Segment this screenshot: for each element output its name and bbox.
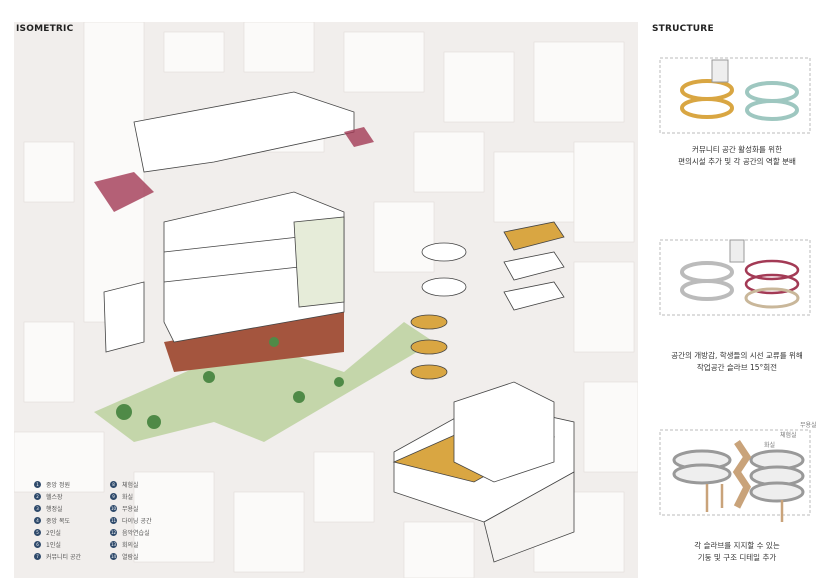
column-detail-diagram xyxy=(659,429,811,522)
caption-line: 공간의 개방감, 학생들의 시선 교류를 위해 xyxy=(671,351,803,360)
legend-item: 14 열람실 xyxy=(110,552,180,561)
wine-room-right xyxy=(344,127,374,147)
legend-number: 8 xyxy=(110,481,117,488)
isometric-illustration xyxy=(14,22,638,578)
legend-item: 10 무용실 xyxy=(110,504,180,513)
legend-label: 행정실 xyxy=(46,506,63,513)
legend-item: 1 중앙 정원 xyxy=(34,480,104,489)
legend-label: 음악연습실 xyxy=(122,530,150,537)
legend-number: 12 xyxy=(110,529,117,536)
legend-number: 4 xyxy=(34,517,41,524)
legend-label: 커뮤니티 공간 xyxy=(46,554,82,561)
spiral-tower xyxy=(410,242,467,380)
central-garden xyxy=(94,322,434,442)
legend-number: 13 xyxy=(110,541,117,548)
label-dance-room: 무용실 xyxy=(800,422,817,429)
caption-line: 커뮤니티 공간 활성화를 위한 xyxy=(692,145,782,154)
legend-item: 5 2인실 xyxy=(34,528,104,537)
legend-label: 체험실 xyxy=(122,482,139,489)
wine-room-left xyxy=(94,172,154,212)
caption-line: 각 슬라브를 지지할 수 있는 xyxy=(694,541,780,550)
isometric-title: ISOMETRIC xyxy=(16,24,74,34)
legend-number: 7 xyxy=(34,553,41,560)
legend-item: 4 중앙 복도 xyxy=(34,516,104,525)
caption-line: 편의시설 추가 및 각 공간의 역할 분배 xyxy=(678,157,796,166)
legend-label: 중앙 복도 xyxy=(46,518,70,525)
brick-base xyxy=(164,312,344,372)
isometric-drawing: 1 중앙 정원 8 체험실 2 헬스장 9 화실 3 행정실 10 무용실 4 중앙 복도 11 다이닝 공간… xyxy=(14,22,638,578)
legend-item: 8 체험실 xyxy=(110,480,180,489)
label-experience-room: 체험실 xyxy=(780,432,797,439)
legend-item: 3 행정실 xyxy=(34,504,104,513)
legend-number: 9 xyxy=(110,493,117,500)
amenity-diagram xyxy=(659,57,811,134)
legend-label: 무용실 xyxy=(122,506,139,513)
legend-label: 2인실 xyxy=(46,530,61,537)
legend-number: 2 xyxy=(34,493,41,500)
caption-line: 기둥 및 구조 디테일 추가 xyxy=(697,553,777,562)
legend-number: 3 xyxy=(34,505,41,512)
legend-item: 2 헬스장 xyxy=(34,492,104,501)
legend-item: 11 다이닝 공간 xyxy=(110,516,180,525)
legend-label: 중앙 정원 xyxy=(46,482,70,489)
caption-line: 작업공간 슬라브 15°회전 xyxy=(696,363,778,372)
trees xyxy=(116,337,344,429)
legend-number: 14 xyxy=(110,553,117,560)
legend-label: 다이닝 공간 xyxy=(122,518,152,525)
legend-label: 회의실 xyxy=(122,542,139,549)
legend-item: 6 1인실 xyxy=(34,540,104,549)
legend-label: 열람실 xyxy=(122,554,139,561)
legend-label: 화실 xyxy=(122,494,134,501)
legend-label: 1인실 xyxy=(46,542,61,549)
yellow-pavilion xyxy=(503,221,565,311)
dorm-block xyxy=(103,91,355,353)
context-buildings xyxy=(14,22,638,578)
legend-item: 13 회의실 xyxy=(110,540,180,549)
legend-item: 12 음악연습실 xyxy=(110,528,180,537)
structure-title: STRUCTURE xyxy=(652,24,714,34)
legend-number: 6 xyxy=(34,541,41,548)
room-legend: 1 중앙 정원 8 체험실 2 헬스장 9 화실 3 행정실 10 무용실 4 중앙 복도 11 다이닝 공간… xyxy=(34,480,180,561)
legend-label: 헬스장 xyxy=(46,494,63,501)
legend-item: 9 화실 xyxy=(110,492,180,501)
legend-item: 7 커뮤니티 공간 xyxy=(34,552,104,561)
legend-number: 11 xyxy=(110,517,117,524)
legend-number: 10 xyxy=(110,505,117,512)
label-art-room: 화실 xyxy=(764,442,776,449)
slab-rotation-diagram xyxy=(659,239,811,316)
legend-number: 5 xyxy=(34,529,41,536)
studio-block xyxy=(392,381,575,563)
legend-number: 1 xyxy=(34,481,41,488)
